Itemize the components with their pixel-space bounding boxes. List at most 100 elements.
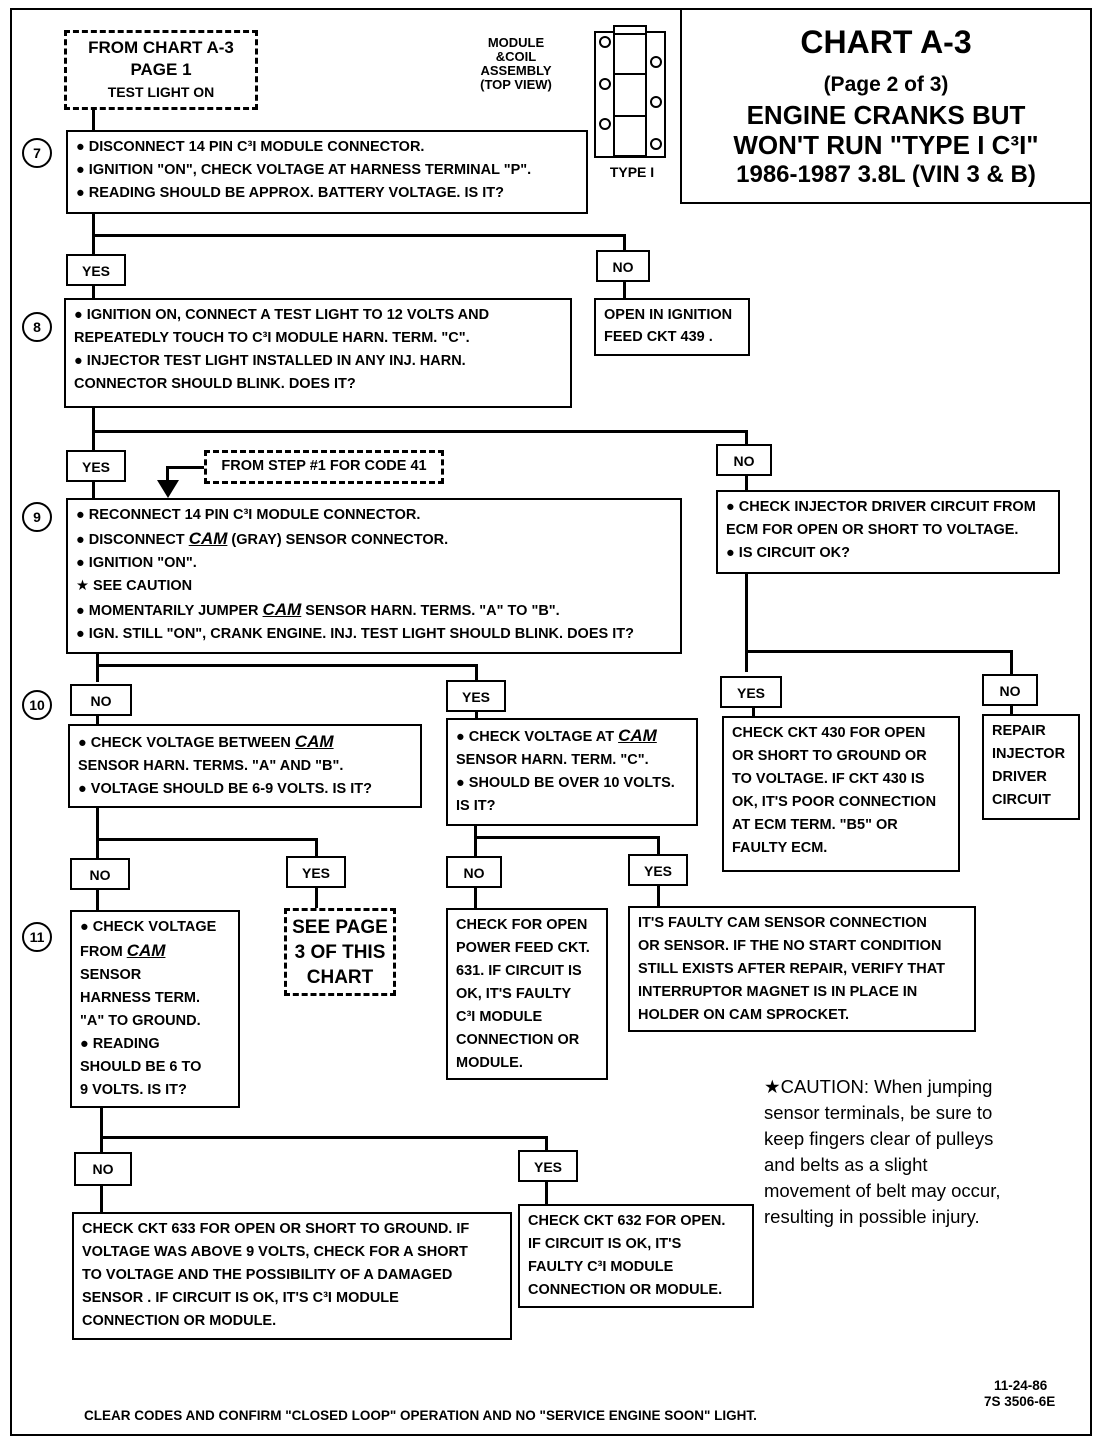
connector-line	[96, 664, 478, 667]
connector-line	[96, 890, 99, 910]
step-8-no-line: ECM FOR OPEN OR SHORT TO VOLTAGE.	[726, 522, 1019, 538]
result-line: SENSOR . IF CIRCUIT IS OK, IT'S C³I MODU…	[82, 1290, 399, 1306]
title-block: CHART A-3 (Page 2 of 3) ENGINE CRANKS BU…	[684, 22, 1088, 190]
step-9-yes-yes-result: IT'S FAULTY CAM SENSOR CONNECTION OR SEN…	[628, 906, 976, 1032]
step-7-yes-label: YES	[66, 254, 126, 286]
module-caption-line: MODULE	[487, 35, 545, 50]
step-9-text: SENSOR HARN. TERMS. "A" TO "B".	[301, 603, 560, 619]
connector-line	[1010, 706, 1013, 716]
result-line: DRIVER	[992, 769, 1047, 785]
result-line: STILL EXISTS AFTER REPAIR, VERIFY THAT	[638, 961, 945, 977]
connector-line	[315, 838, 318, 856]
connector-line	[92, 482, 95, 498]
step-10-text: ● CHECK VOLTAGE BETWEEN	[78, 735, 295, 751]
step-8-line: REPEATEDLY TOUCH TO C³I MODULE HARN. TER…	[74, 330, 470, 346]
connector-line	[752, 708, 755, 718]
result-line: CHECK FOR OPEN	[456, 917, 588, 933]
title-line-3: 1986-1987 3.8L (VIN 3 & B)	[736, 161, 1036, 188]
footer-instruction: CLEAR CODES AND CONFIRM "CLOSED LOOP" OP…	[84, 1408, 757, 1423]
result-line: HOLDER ON CAM SPROCKET.	[638, 1007, 850, 1023]
step-8-marker: 8	[22, 312, 52, 342]
connector-line	[96, 838, 318, 841]
result-line: FAULTY ECM.	[732, 840, 828, 856]
step-9-yes-box: ● CHECK VOLTAGE AT CAM SENSOR HARN. TERM…	[446, 718, 698, 826]
result-line: CHECK CKT 632 FOR OPEN.	[528, 1213, 726, 1229]
step-11-yes-label: YES	[518, 1150, 578, 1182]
step-10-marker: 10	[22, 690, 52, 720]
step-9-text: (GRAY) SENSOR CONNECTOR.	[227, 532, 449, 548]
step-9-yes-line: IS IT?	[456, 798, 496, 814]
caution-line: movement of belt may occur,	[764, 1180, 1001, 1201]
module-type-label: TYPE I	[609, 164, 655, 180]
connector-line	[92, 110, 95, 132]
step-9-no-label: NO	[70, 684, 132, 716]
caution-line: resulting in possible injury.	[764, 1206, 980, 1227]
module-caption-line: (TOP VIEW)	[480, 77, 552, 92]
connector-line	[745, 476, 748, 490]
from-chart-line: TEST LIGHT ON	[107, 84, 215, 100]
step-9-yes-line: ● SHOULD BE OVER 10 VOLTS.	[456, 775, 675, 791]
connector-line	[623, 234, 626, 252]
caution-line: keep fingers clear of pulleys	[764, 1128, 994, 1149]
title-divider-v	[680, 8, 682, 204]
step-8-line: ● IGNITION ON, CONNECT A TEST LIGHT TO 1…	[74, 307, 490, 323]
caution-line: ★CAUTION: When jumping	[764, 1076, 993, 1097]
connector-line	[474, 836, 660, 839]
module-caption: MODULE &COIL ASSEMBLY (TOP VIEW)	[466, 36, 566, 92]
result-line: CIRCUIT	[992, 792, 1051, 808]
step-9-line: ● MOMENTARILY JUMPER CAM SENSOR HARN. TE…	[76, 598, 672, 623]
step-8-line: ● INJECTOR TEST LIGHT INSTALLED IN ANY I…	[74, 353, 466, 369]
result-line: CONNECTION OR MODULE.	[82, 1313, 277, 1329]
page-frame	[10, 8, 1092, 1436]
from-chart-line: FROM CHART A-3	[88, 38, 234, 57]
connector-line	[100, 1136, 548, 1139]
result-line: CONNECTION OR MODULE.	[528, 1282, 723, 1298]
step-8-no-yes-label: YES	[720, 676, 782, 708]
step-11-box: ● CHECK VOLTAGE FROM CAM SENSOR HARNESS …	[70, 910, 240, 1108]
step-9-yes-yes-label: YES	[628, 854, 688, 886]
chart-title: CHART A-3	[800, 24, 972, 60]
result-line: INTERRUPTOR MAGNET IS IN PLACE IN	[638, 984, 918, 1000]
caution-line: and belts as a slight	[764, 1154, 928, 1175]
connector-line	[92, 408, 95, 450]
cam-emphasis: CAM	[188, 529, 228, 548]
step-8-line: CONNECTOR SHOULD BLINK. DOES IT?	[74, 376, 356, 392]
connector-line	[92, 234, 626, 237]
step-8-no-no-result: REPAIR INJECTOR DRIVER CIRCUIT	[982, 714, 1080, 820]
connector-line	[1010, 650, 1013, 676]
connector-line	[96, 808, 99, 858]
connector-line	[745, 574, 748, 672]
step-9-yes-text: ● CHECK VOLTAGE AT	[456, 729, 619, 745]
step-10-no-label: NO	[70, 858, 130, 890]
step-10-line: SENSOR HARN. TERMS. "A" AND "B".	[78, 758, 344, 774]
connector-line	[166, 466, 169, 484]
step-8-yes-label: YES	[66, 450, 126, 482]
module-caption-line: &COIL	[495, 49, 537, 64]
step-11-line: ● READING	[80, 1036, 160, 1052]
cam-emphasis: CAM	[294, 732, 334, 751]
module-caption-line: ASSEMBLY	[480, 63, 552, 78]
connector-line	[745, 650, 1012, 653]
caution-line: sensor terminals, be sure to	[764, 1102, 993, 1123]
result-line: OPEN IN IGNITION	[604, 307, 733, 323]
result-line: OK, IT'S POOR CONNECTION	[732, 794, 937, 810]
footer-date: 11-24-86	[994, 1378, 1048, 1393]
title-line-1: ENGINE CRANKS BUT	[746, 100, 1026, 130]
result-line: FEED CKT 439 .	[604, 329, 713, 345]
step-9-text: ● MOMENTARILY JUMPER	[76, 603, 263, 619]
step-11-marker: 11	[22, 922, 52, 952]
connector-line	[545, 1182, 548, 1204]
page-indicator: (Page 2 of 3)	[823, 73, 949, 96]
step-11-text: FROM	[80, 944, 127, 960]
result-line: AT ECM TERM. "B5" OR	[732, 817, 898, 833]
result-line: REPAIR	[992, 723, 1046, 739]
step-10-yes-label: YES	[286, 856, 346, 888]
cam-emphasis: CAM	[262, 600, 302, 619]
step-7-line: ● IGNITION "ON", CHECK VOLTAGE AT HARNES…	[76, 162, 532, 178]
result-line: CHECK CKT 430 FOR OPEN	[732, 725, 926, 741]
step-9-yes-line: SENSOR HARN. TERM. "C".	[456, 752, 649, 768]
see-page-line: SEE PAGE	[292, 917, 388, 938]
cam-emphasis: CAM	[126, 941, 166, 960]
title-divider-h	[680, 202, 1092, 204]
step-11-line: 9 VOLTS. IS IT?	[80, 1082, 187, 1098]
